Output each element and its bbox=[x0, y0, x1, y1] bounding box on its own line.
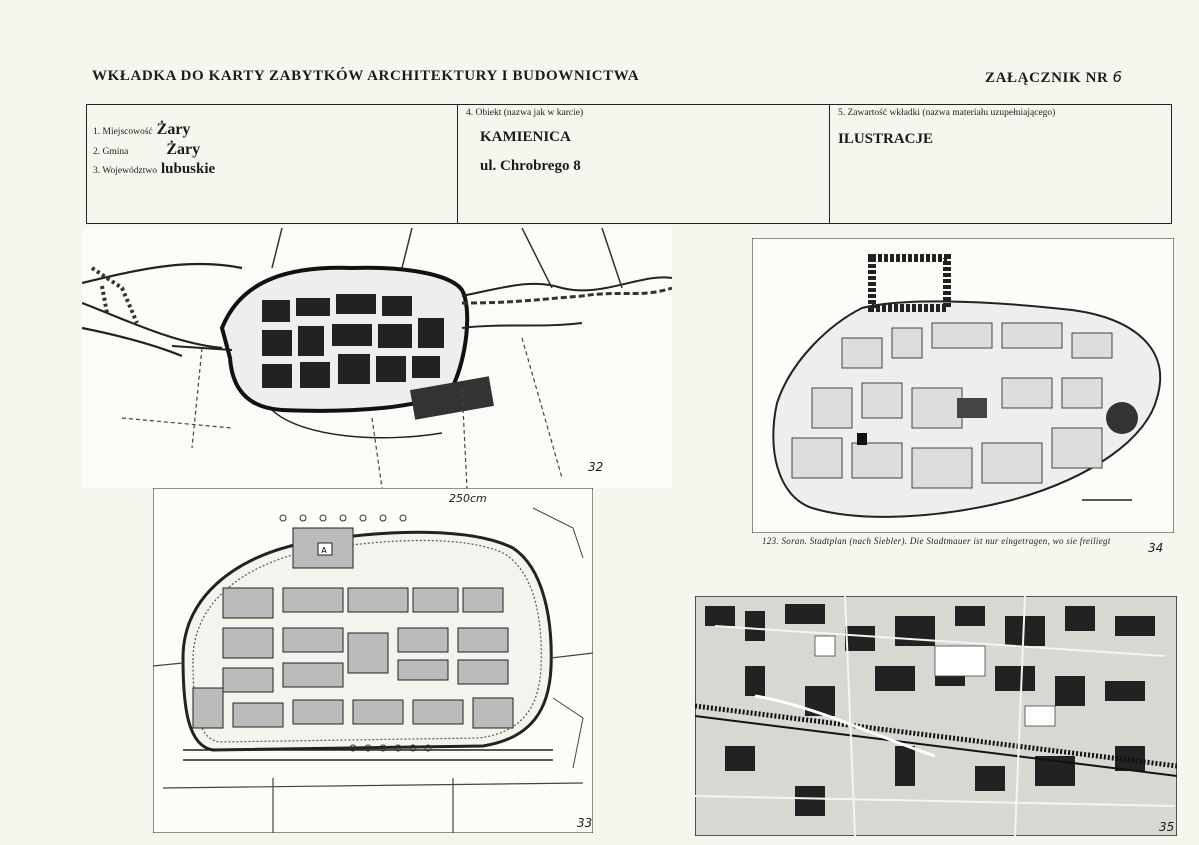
svg-text:A: A bbox=[321, 546, 327, 555]
map-33-annotation: 250cm bbox=[449, 492, 487, 505]
object-label: 4. Obiekt (nazwa jak w karcie) bbox=[466, 108, 584, 118]
gmina-value: Żary bbox=[166, 141, 201, 158]
map-33-drawing: A bbox=[153, 488, 593, 833]
miejscowosc-row: 1. Miejscowość Żary bbox=[93, 121, 190, 139]
miejscowosc-value: Żary bbox=[156, 121, 191, 138]
header-title: WKŁADKA DO KARTY ZABYTKÓW ARCHITEKTURY I… bbox=[92, 68, 640, 84]
gmina-row: 2. Gmina Żary bbox=[93, 141, 200, 159]
wojewodztwo-row: 3. Województwo lubuskie bbox=[93, 161, 215, 178]
content-label: 5. Zawartość wkładki (nazwa materiału uz… bbox=[838, 108, 1056, 118]
wojewodztwo-value: lubuskie bbox=[160, 161, 216, 177]
map-34-drawing bbox=[752, 238, 1174, 533]
object-cell: 4. Obiekt (nazwa jak w karcie) KAMIENICA… bbox=[458, 105, 830, 223]
map-32: 32 bbox=[82, 228, 672, 488]
annex-label-text: ZAŁĄCZNIK NR bbox=[985, 70, 1109, 86]
content-cell: 5. Zawartość wkładki (nazwa materiału uz… bbox=[830, 105, 1171, 223]
map-35-number: 35 bbox=[1159, 820, 1175, 834]
map-35: 35 bbox=[695, 596, 1177, 836]
map-33-number: 33 bbox=[577, 816, 593, 830]
map-34-number: 34 bbox=[1148, 541, 1164, 555]
form-table: 1. Miejscowość Żary 2. Gmina Żary 3. Woj… bbox=[86, 104, 1172, 224]
map-34 bbox=[752, 238, 1174, 533]
map-33: A 250cm 33 bbox=[153, 488, 593, 833]
location-cell: 1. Miejscowość Żary 2. Gmina Żary 3. Woj… bbox=[87, 105, 458, 223]
wojewodztwo-label: 3. Województwo bbox=[93, 166, 157, 176]
map-35-drawing bbox=[695, 596, 1177, 836]
object-address: ul. Chrobrego 8 bbox=[480, 158, 581, 174]
map-34-caption: 123. Soran. Stadtplan (nach Siebler). Di… bbox=[762, 536, 1111, 546]
miejscowosc-label: 1. Miejscowość bbox=[93, 127, 153, 137]
annex-number: 6 bbox=[1112, 68, 1123, 86]
gmina-label: 2. Gmina bbox=[93, 147, 129, 157]
map-32-number: 32 bbox=[588, 460, 604, 474]
map-32-drawing bbox=[82, 228, 672, 488]
object-name: KAMIENICA bbox=[480, 129, 571, 145]
content-value: ILUSTRACJE bbox=[838, 131, 934, 147]
